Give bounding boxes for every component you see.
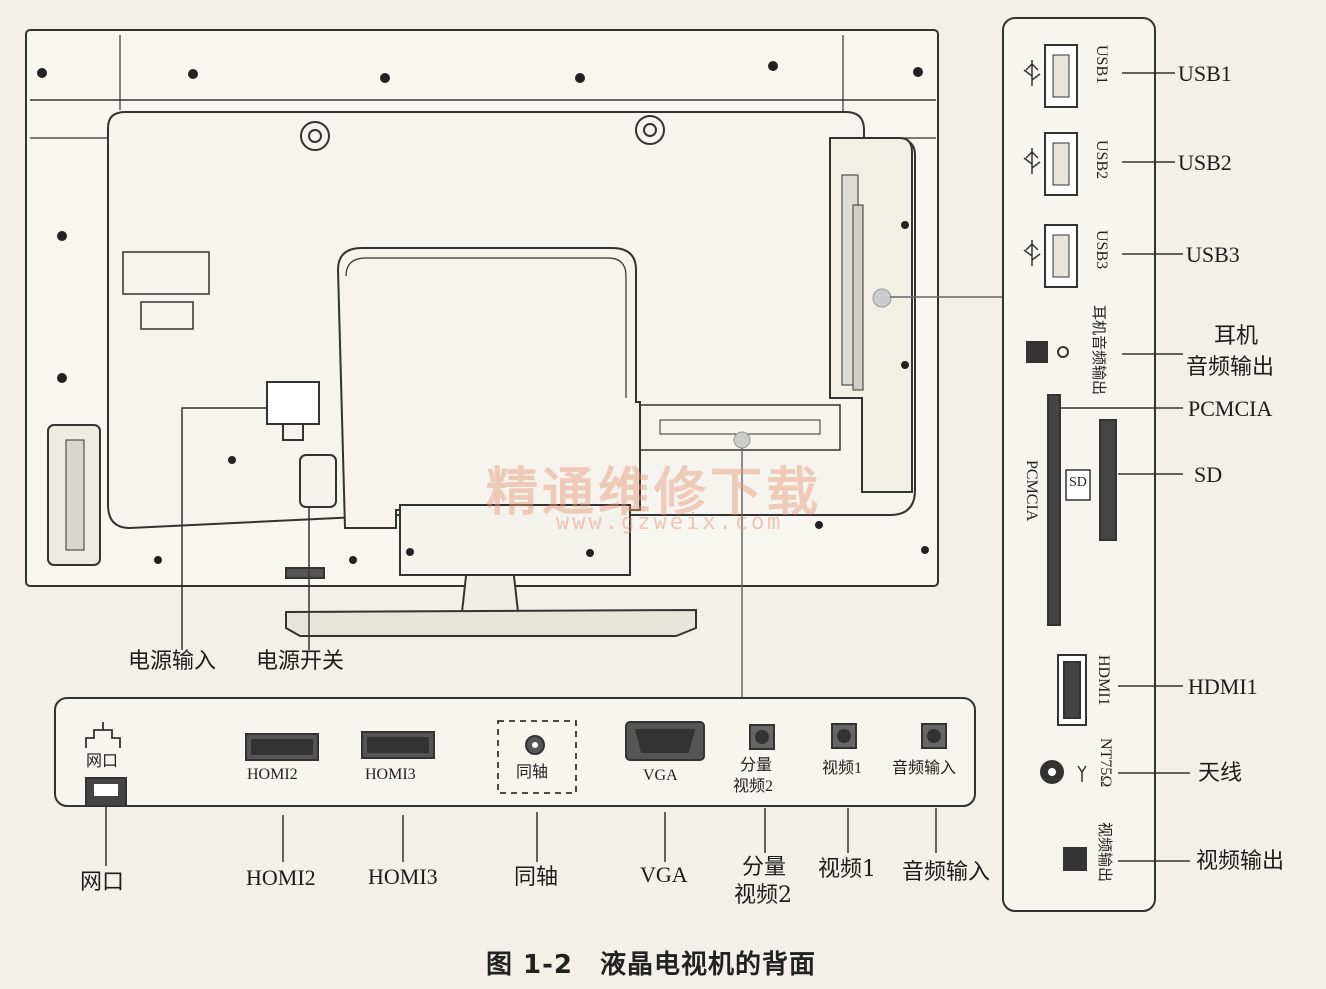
- callout-usb1: USB1: [1178, 61, 1232, 86]
- callout-audio-in: 音频输入: [902, 860, 991, 885]
- callout-hdmi1: HDMI1: [1188, 674, 1258, 699]
- pcmcia-slot: [1047, 394, 1061, 626]
- callout-antenna: 天线: [1198, 761, 1243, 786]
- panel-text-vga: VGA: [643, 767, 678, 784]
- callout-video1: 视频1: [818, 857, 876, 882]
- callout-component-1: 分量: [742, 855, 787, 880]
- callout-component-2: 视频2: [734, 883, 792, 908]
- watermark-url: www.gzweix.com: [556, 510, 784, 535]
- callout-hdmi2: HOMI2: [246, 865, 316, 890]
- callout-headphone-line2: 音频输出: [1186, 355, 1275, 380]
- panel-text-usb3: USB3: [1093, 230, 1110, 270]
- panel-text-video-out: 视频输出: [1096, 822, 1112, 883]
- watermark-text: 精通维修下载: [486, 463, 823, 523]
- panel-text-audio-in: 音频输入: [892, 760, 957, 777]
- panel-text-hdmi2: HOMI2: [247, 766, 298, 783]
- callout-lan: 网口: [80, 870, 125, 895]
- callout-usb3: USB3: [1186, 242, 1240, 267]
- callout-vga: VGA: [640, 862, 688, 887]
- panel-text-antenna: NT75Ω: [1097, 738, 1114, 788]
- figure-caption: 图 1-2 液晶电视机的背面: [486, 950, 817, 980]
- callout-sd: SD: [1194, 462, 1223, 487]
- label-power-switch: 电源开关: [256, 649, 345, 674]
- callout-usb2: USB2: [1178, 150, 1232, 175]
- callout-headphone-line1: 耳机: [1214, 324, 1259, 349]
- panel-text-lan: 网口: [86, 753, 119, 770]
- sd-slot: [1099, 419, 1117, 541]
- side-io-panel: [1002, 17, 1156, 912]
- panel-text-sd: SD: [1069, 475, 1087, 490]
- power-switch-box: [299, 454, 337, 508]
- callout-pcmcia: PCMCIA: [1188, 396, 1273, 421]
- video-out-jack: [1063, 847, 1087, 871]
- panel-text-coaxial: 同轴: [516, 764, 549, 781]
- panel-text-usb2: USB2: [1093, 140, 1110, 180]
- headphone-jack: [1026, 341, 1048, 363]
- panel-text-component-2: 视频2: [733, 778, 774, 795]
- panel-text-pcmcia: PCMCIA: [1023, 460, 1040, 522]
- stand-base: [285, 608, 697, 637]
- label-power-input: 电源输入: [128, 649, 217, 674]
- panel-text-video1: 视频1: [822, 760, 863, 777]
- callout-video-out: 视频输出: [1196, 849, 1285, 874]
- panel-text-headphone: 耳机音频输出: [1090, 305, 1106, 396]
- panel-text-usb1: USB1: [1093, 45, 1110, 85]
- panel-text-component-1: 分量: [740, 757, 773, 774]
- panel-text-hdmi1: HDMI1: [1095, 655, 1112, 706]
- callout-hdmi3: HOMI3: [368, 864, 438, 889]
- callout-coaxial: 同轴: [514, 865, 559, 890]
- power-input-socket: [266, 381, 320, 425]
- bottom-io-panel: [54, 697, 976, 807]
- panel-text-hdmi3: HOMI3: [365, 766, 416, 783]
